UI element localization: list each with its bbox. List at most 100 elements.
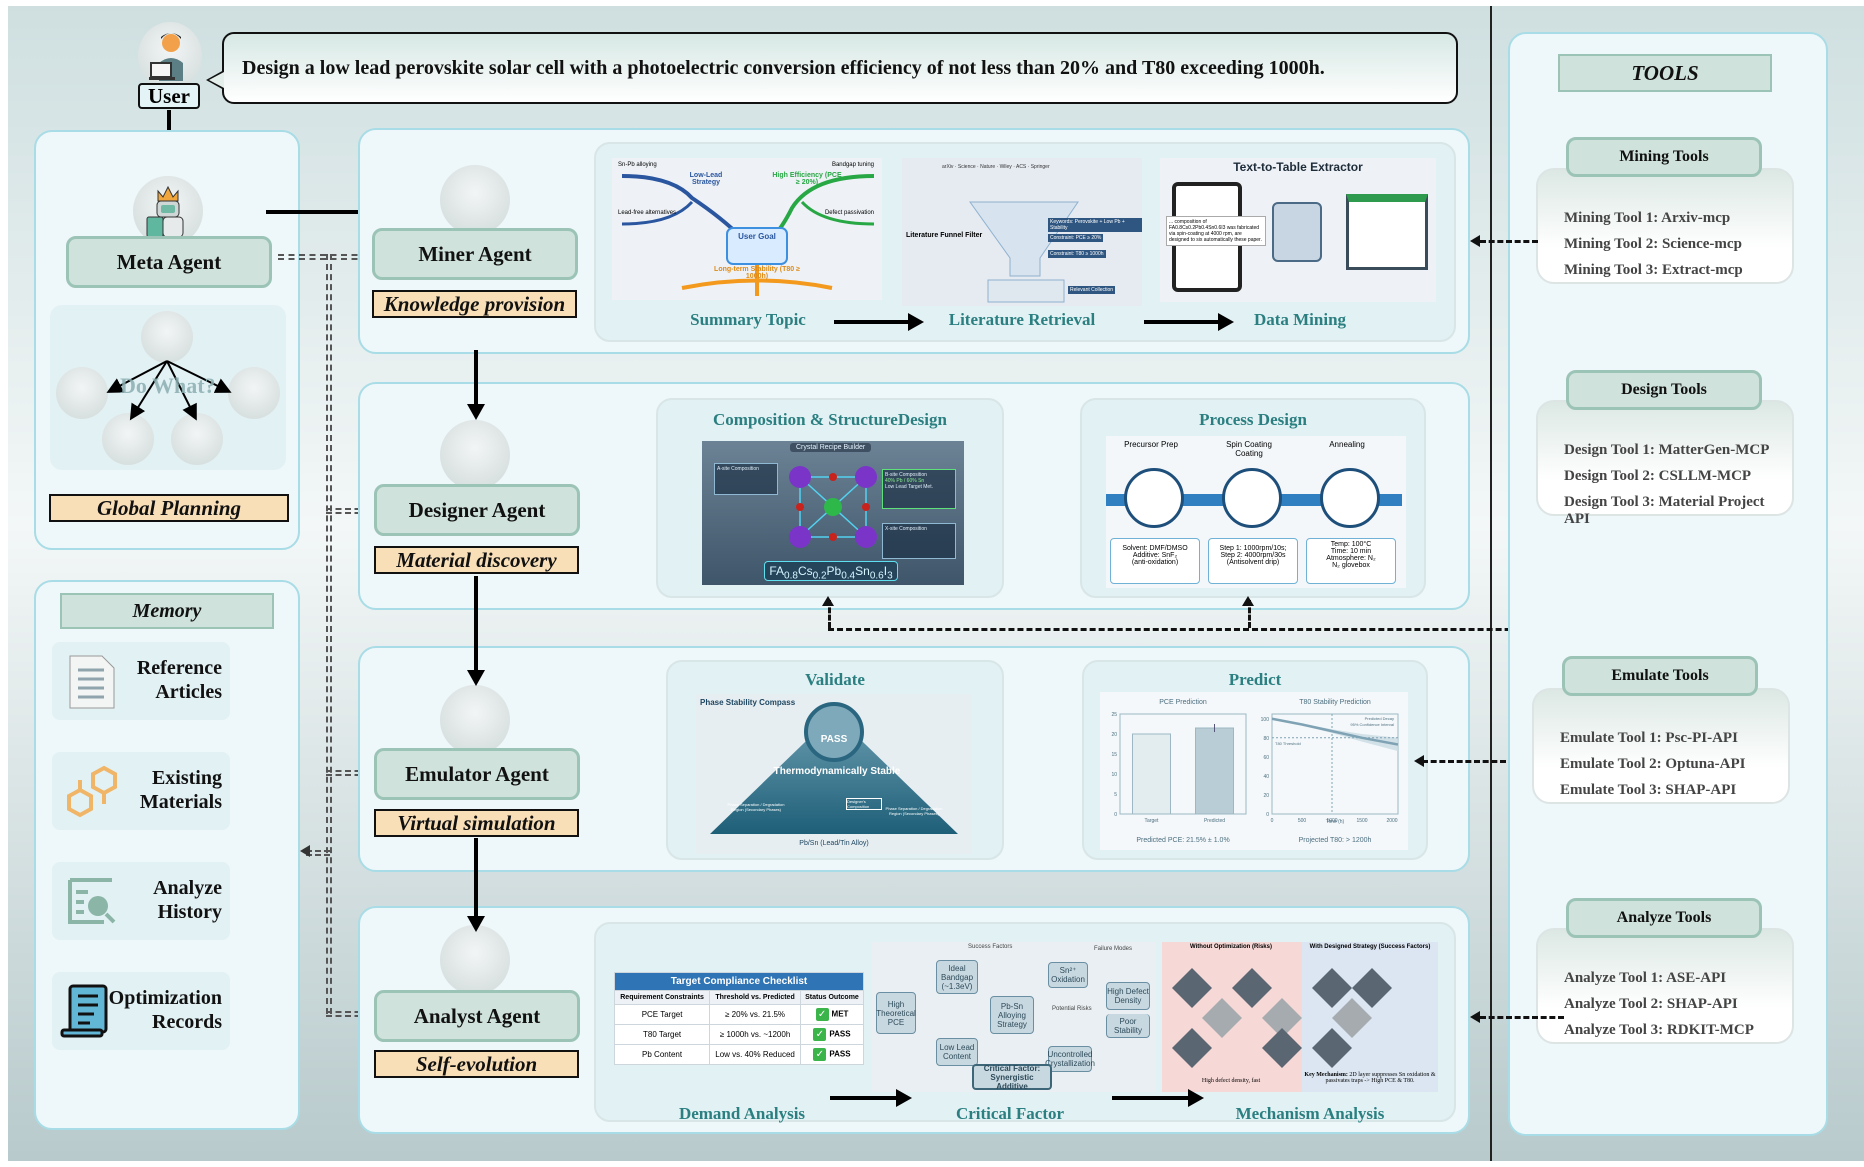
demand-to-critical-arrow xyxy=(830,1089,912,1107)
emulate-tools-dashed-link xyxy=(1422,760,1532,763)
mindmap-center-title: User Goal xyxy=(738,232,776,241)
mining-tools-header[interactable]: Mining Tools xyxy=(1566,137,1762,177)
planning-analyst-avatar xyxy=(228,367,280,419)
critical-node: Sn²⁺ Oxidation xyxy=(1048,962,1088,988)
checklist-threshold: Low vs. 40% Reduced xyxy=(709,1044,801,1065)
bubble-tail-fill xyxy=(209,72,224,88)
user-label: User xyxy=(138,83,200,109)
designer-agent-avatar xyxy=(440,420,510,490)
tool-item[interactable]: Mining Tool 1: Arxiv-mcp xyxy=(1564,210,1731,226)
designer-agent-name: Designer Agent xyxy=(408,497,546,522)
line-chart-title: T80 Stability Prediction xyxy=(1299,699,1371,706)
pass-badge: PASS xyxy=(820,734,848,745)
emulator-agent-box[interactable]: Emulator Agent xyxy=(374,748,580,800)
process-detail: Step 2: 4000rpm/30s xyxy=(1220,552,1286,559)
lattice-octahedra xyxy=(1172,968,1392,1068)
mechanism-left-caption: High defect density, fast xyxy=(1201,1078,1261,1084)
meta-agent-name: Meta Agent xyxy=(116,249,222,274)
mechanism-left-title: Without Optimization (Risks) xyxy=(1190,944,1272,950)
designer-agent-box[interactable]: Designer Agent xyxy=(374,484,580,536)
extractor-machine xyxy=(1272,202,1322,262)
mining-tools-dashed-link xyxy=(1480,240,1538,243)
tool-item[interactable]: Emulate Tool 3: SHAP-API xyxy=(1560,782,1737,798)
tool-item[interactable]: Analyze Tool 3: RDKIT-MCP xyxy=(1564,1022,1754,1038)
emulator-role-label: Virtual simulation xyxy=(374,809,579,837)
b-site-ratio: 40% Pb / 60% Sn xyxy=(885,478,925,484)
tool-item[interactable]: Analyze Tool 1: ASE-API xyxy=(1564,970,1727,986)
analyze-tools-card: Analyze Tool 1: ASE-API Analyze Tool 2: … xyxy=(1536,928,1794,1044)
critical-node: Low Lead Content xyxy=(936,1038,978,1066)
bar-x-tick: Predicted xyxy=(1204,818,1225,824)
hotplate-icon xyxy=(1320,468,1380,528)
process-detail: Additive: SnF₂ xyxy=(1132,552,1178,559)
emulator-agent-name: Emulator Agent xyxy=(405,761,549,786)
memory-item-line1: Reference xyxy=(136,657,222,679)
crystal-lattice xyxy=(789,466,877,548)
tool-item[interactable]: Design Tool 2: CSLLM-MCP xyxy=(1564,468,1752,484)
planning-graph: Do What? xyxy=(50,305,286,470)
emulate-tools-header[interactable]: Emulate Tools xyxy=(1562,656,1758,696)
checklist-header: Threshold vs. Predicted xyxy=(709,990,801,1005)
process-flow-image: Precursor Prep Spin Coating Coating Anne… xyxy=(1106,436,1406,588)
line-x-tick: 1500 xyxy=(1356,818,1367,824)
step-literature-retrieval: Literature Retrieval xyxy=(948,310,1096,329)
tool-item[interactable]: Design Tool 3: Material Project API xyxy=(1564,494,1765,527)
tool-item[interactable]: Emulate Tool 1: Psc-PI-API xyxy=(1560,730,1738,746)
bar-y-tick: 0 xyxy=(1114,812,1117,818)
search-list-icon xyxy=(68,878,116,924)
crystal-recipe-image: Crystal Recipe Builder A-site Compositio… xyxy=(702,441,964,585)
phase-stability-image: Phase Stability Compass PASS Thermodynam… xyxy=(696,694,972,854)
analyst-agent-box[interactable]: Analyst Agent xyxy=(374,990,580,1042)
analyze-tools-header[interactable]: Analyze Tools xyxy=(1566,898,1762,938)
b-site-status: Low Lead Target Met. xyxy=(885,484,933,490)
tool-group-name: Mining Tools xyxy=(1619,148,1709,165)
tool-item[interactable]: Design Tool 1: MatterGen-MCP xyxy=(1564,442,1770,458)
critical-node: Ideal Bandgap (~1.3eV) xyxy=(936,960,978,994)
checklist-header: Requirement Constraints xyxy=(613,990,711,1005)
step-demand-analysis: Demand Analysis xyxy=(678,1104,806,1123)
critical-node: Pb-Sn Alloying Strategy xyxy=(990,996,1034,1034)
tool-item[interactable]: Analyze Tool 2: SHAP-API xyxy=(1564,996,1738,1012)
tool-group-name: Emulate Tools xyxy=(1611,667,1709,684)
legend-ci: 95% Confidence Interval xyxy=(1350,722,1394,727)
mechanism-right-title: With Designed Strategy (Success Factors) xyxy=(1309,944,1431,950)
design-tools-header[interactable]: Design Tools xyxy=(1566,370,1762,410)
memory-item-line2: Materials xyxy=(139,791,222,813)
key-mechanism-text: 2D layer suppresses Sn oxidation & passi… xyxy=(1325,1072,1436,1084)
memory-item-line1: Optimization xyxy=(108,987,222,1009)
tool-item[interactable]: Emulate Tool 2: Optuna-API xyxy=(1560,756,1746,772)
checklist-threshold: ≥ 1000h vs. ~1200h xyxy=(709,1024,801,1045)
process-step-details: Step 1: 1000rpm/10s;Step 2: 4000rpm/30s(… xyxy=(1208,538,1298,584)
arrowhead-up-icon xyxy=(822,596,834,606)
emulate-tools-card: Emulate Tool 1: Psc-PI-API Emulate Tool … xyxy=(1532,688,1790,804)
tool-item[interactable]: Mining Tool 2: Science-mcp xyxy=(1564,236,1742,252)
arrowhead-left-icon xyxy=(1470,235,1480,247)
legend-predicted: Predicted Decay xyxy=(1365,716,1394,721)
line-x-label: Time (h) xyxy=(1326,819,1345,825)
mindmap-leaf: Defect passivation xyxy=(824,210,874,216)
source-cloud: Nature xyxy=(980,164,996,170)
line-y-tick: 60 xyxy=(1263,755,1269,761)
step-mechanism-analysis: Mechanism Analysis xyxy=(1235,1104,1385,1123)
analyze-tools-dashed-link xyxy=(1480,1016,1564,1019)
process-detail: Atmosphere: N₂ xyxy=(1326,555,1376,562)
step-data-mining: Data Mining xyxy=(1253,310,1347,329)
memory-item-line1: Existing xyxy=(151,767,222,789)
design-tools-to-composition xyxy=(828,600,831,628)
tool-item[interactable]: Mining Tool 3: Extract-mcp xyxy=(1564,262,1743,278)
line-y-tick: 20 xyxy=(1263,793,1269,799)
checklist-status: ✓PASS xyxy=(799,1024,865,1045)
line-x-tick: 2000 xyxy=(1386,818,1397,824)
critical-to-mechanism-arrow xyxy=(1112,1089,1204,1107)
miner-agent-box[interactable]: Miner Agent xyxy=(372,228,578,280)
source-cloud: Wiley xyxy=(999,164,1012,170)
meta-agent-avatar xyxy=(133,176,203,246)
meta-agent-box[interactable]: Meta Agent xyxy=(66,236,272,288)
critical-note: Failure Modes xyxy=(1094,946,1133,952)
